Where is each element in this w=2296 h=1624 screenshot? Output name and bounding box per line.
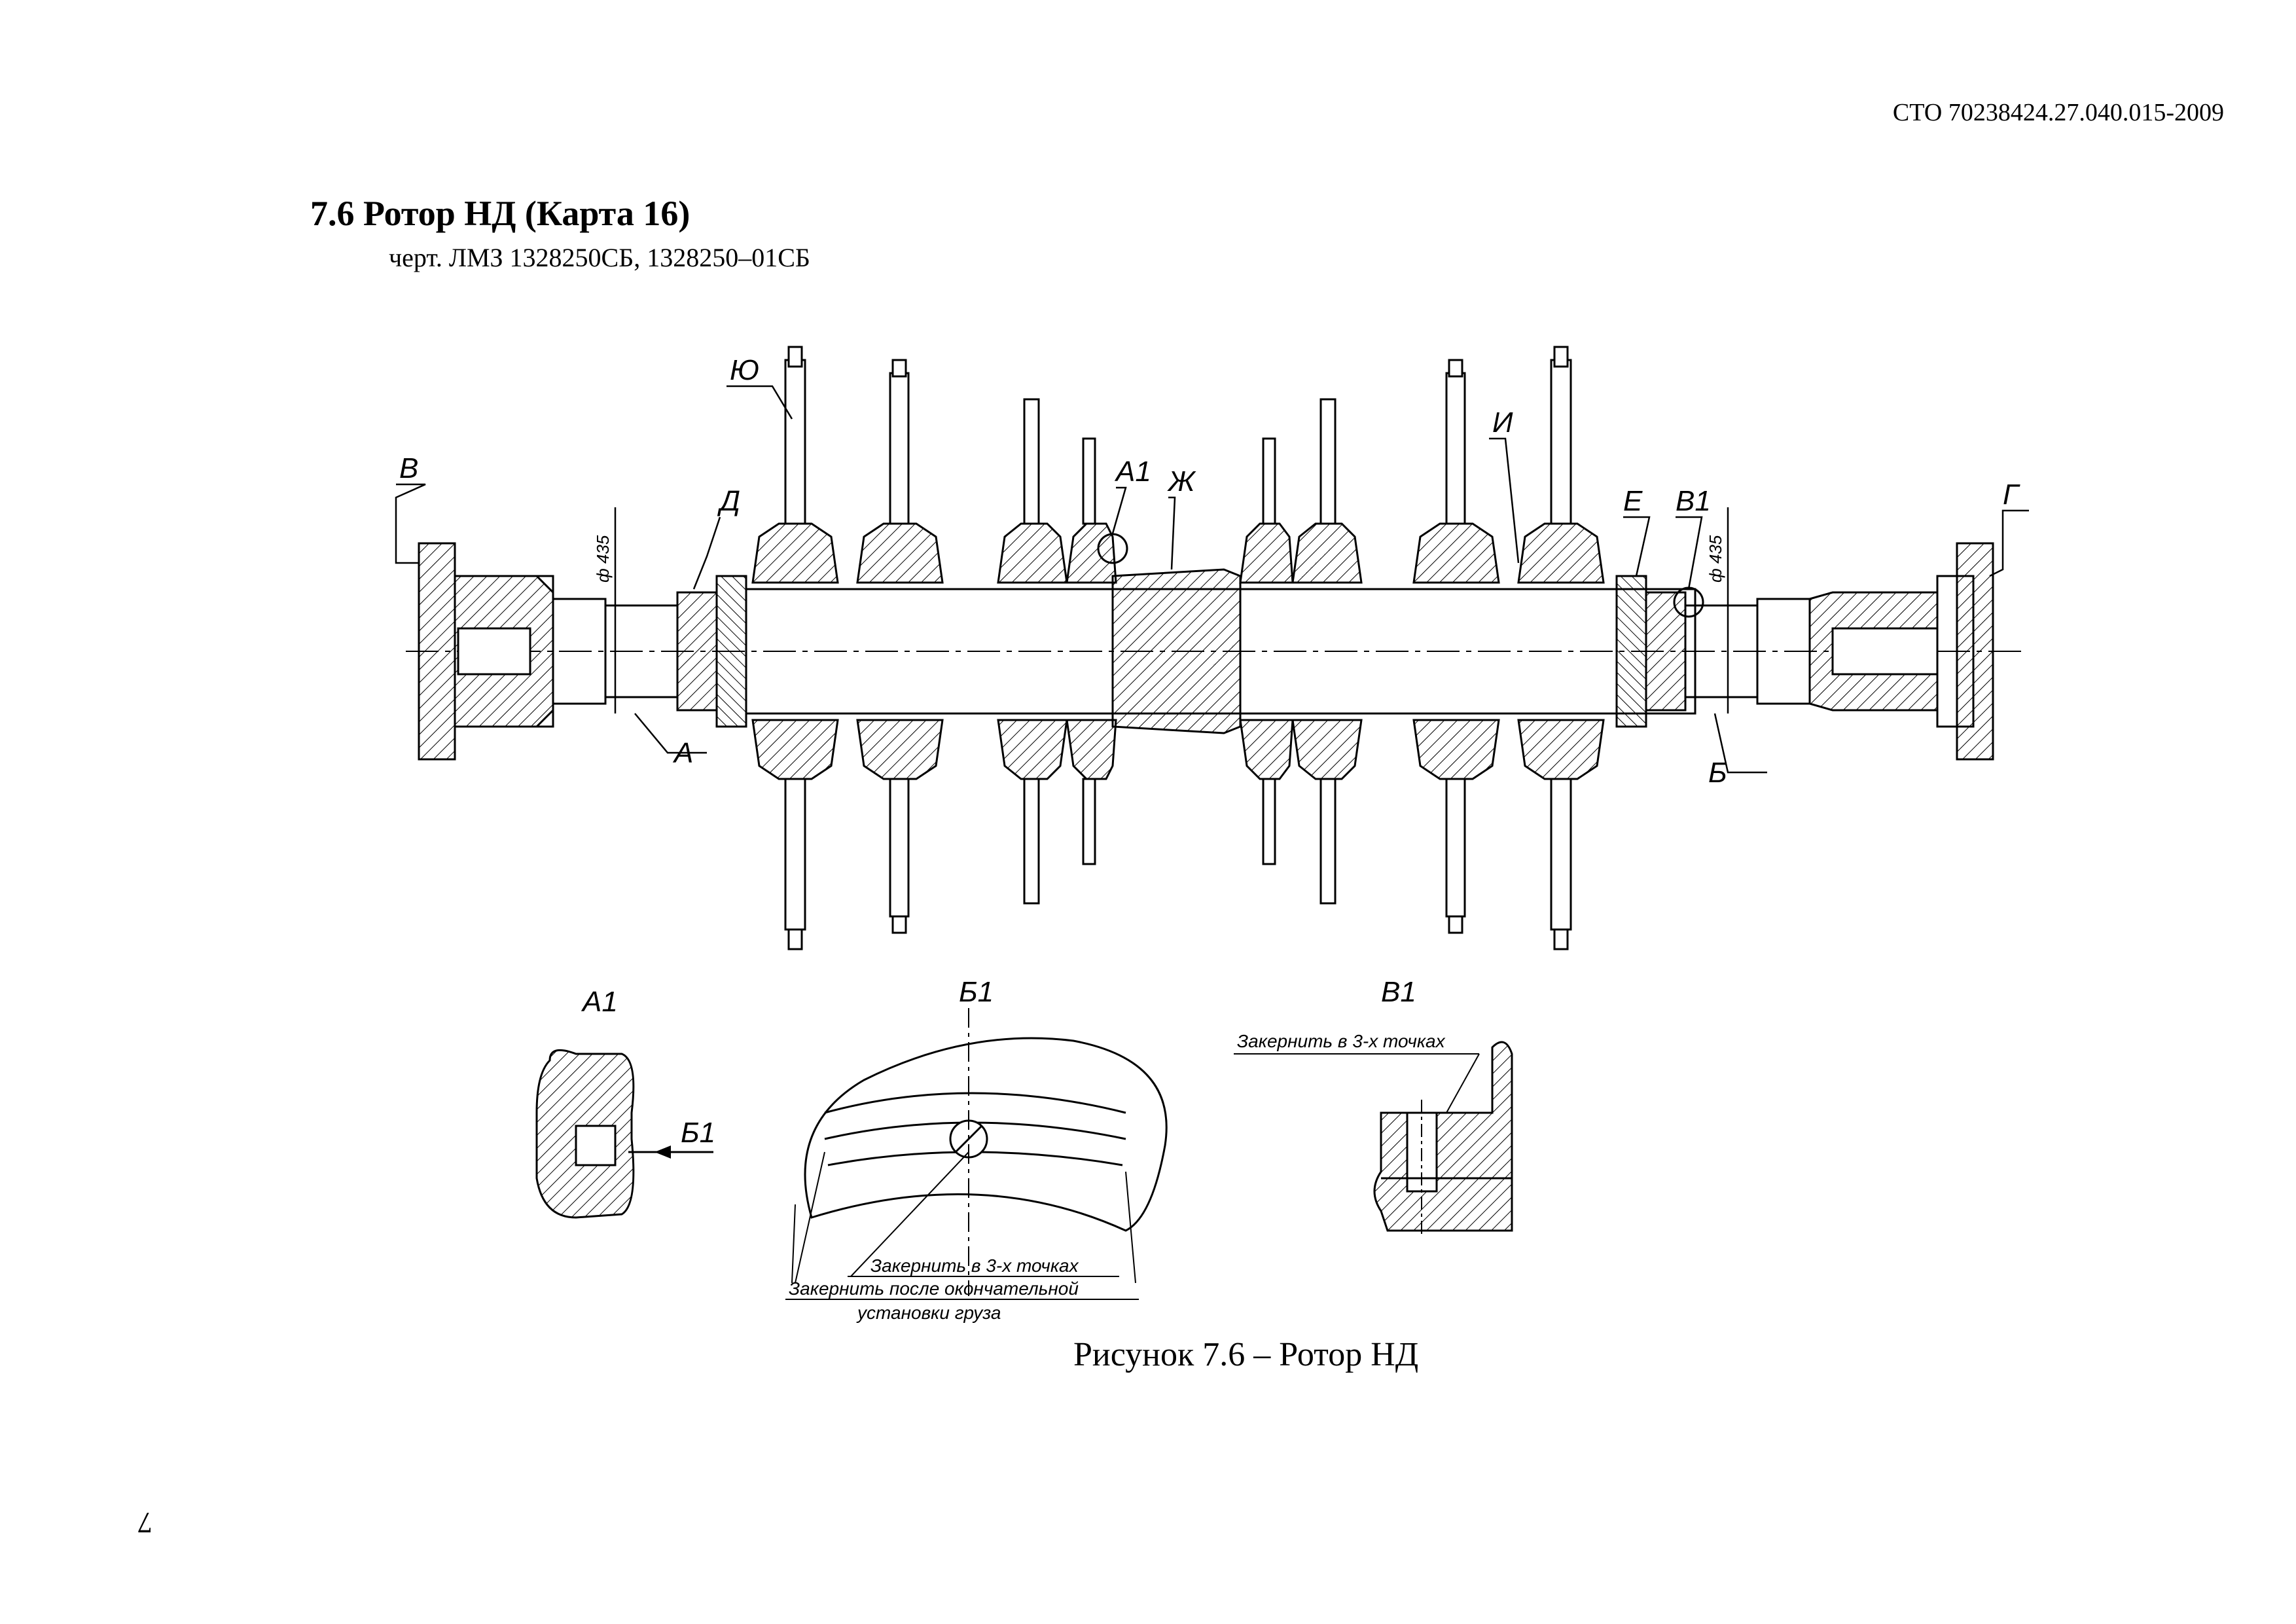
label-v1: В1 xyxy=(1676,485,1711,517)
label-a1: А1 xyxy=(1114,456,1151,488)
detail-a1: А1 Б1 xyxy=(535,986,715,1219)
label-v: В xyxy=(399,452,418,484)
document-code: СТО 70238424.27.040.015-2009 xyxy=(1892,99,2224,126)
detail-b1-note2-line1: Закернить после окончательной xyxy=(789,1278,1079,1299)
detail-b1-title: Б1 xyxy=(959,976,994,1008)
label-b: Б xyxy=(1708,757,1727,789)
detail-b1-note1: Закернить в 3-х точках xyxy=(870,1255,1079,1276)
detail-v1-title: В1 xyxy=(1381,976,1416,1008)
dimension-left-dia: ф 435 xyxy=(593,535,613,583)
page-number: 7 xyxy=(137,1506,152,1540)
detail-v1-note: Закернить в 3-х точках xyxy=(1237,1031,1446,1051)
label-a: А xyxy=(672,737,693,769)
rotor-shaft xyxy=(418,542,1994,761)
figure-caption: Рисунок 7.6 – Ротор НД xyxy=(1073,1336,1419,1373)
detail-a1-marker xyxy=(1097,533,1128,564)
detail-b1: Б1 Закернить в 3-х точках Закернить посл… xyxy=(785,976,1168,1323)
label-e: Е xyxy=(1623,485,1643,517)
leader-lines xyxy=(395,385,2029,774)
label-g: Г xyxy=(2003,478,2020,511)
detail-a1-arrow-label: Б1 xyxy=(681,1117,715,1149)
rotor-discs xyxy=(751,346,1605,950)
dimension-right-dia: ф 435 xyxy=(1706,535,1725,583)
drawing-reference: черт. ЛМЗ 1328250СБ, 1328250–01СБ xyxy=(389,243,810,272)
label-i: И xyxy=(1492,406,1513,439)
detail-v1: В1 Закернить в 3-х точках xyxy=(1234,976,1513,1237)
detail-a1-title: А1 xyxy=(581,986,618,1018)
label-d: Д xyxy=(717,485,740,517)
label-yu: Ю xyxy=(730,354,759,386)
section-title: 7.6 Ротор НД (Карта 16) xyxy=(310,194,691,233)
detail-b1-note2-line2: установки груза xyxy=(856,1303,1001,1323)
label-zh: Ж xyxy=(1167,465,1196,497)
